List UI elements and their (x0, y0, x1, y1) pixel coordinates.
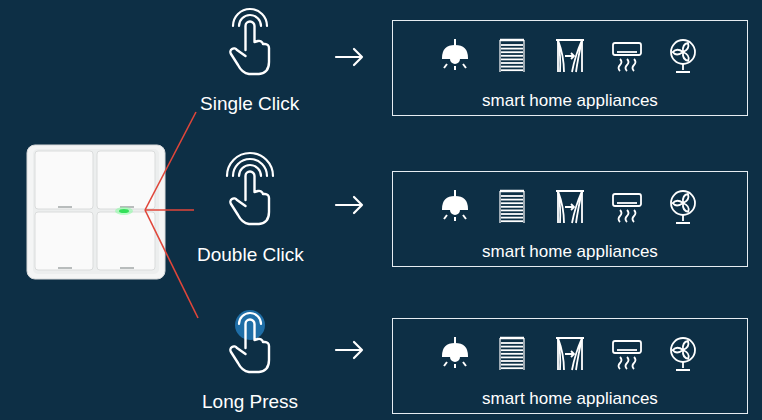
arrow (336, 49, 362, 358)
appliance-box: smart home appliances (392, 20, 748, 116)
leader-line (145, 112, 198, 318)
box-caption: smart home appliances (393, 172, 747, 266)
touch-icon (230, 310, 269, 372)
gesture-label: Double Click (197, 244, 304, 266)
appliance-icons (393, 21, 746, 81)
touch-icon (227, 153, 273, 224)
box-caption: smart home appliances (393, 21, 747, 115)
switch-panel (27, 145, 165, 279)
appliance-icons (393, 319, 746, 379)
appliance-icons (393, 172, 746, 232)
gesture-label: Long Press (202, 391, 298, 413)
appliance-box: smart home appliances (392, 318, 748, 414)
touch-icon (230, 9, 269, 74)
appliance-box: smart home appliances (392, 171, 748, 267)
gesture-label: Single Click (200, 93, 299, 115)
box-caption: smart home appliances (393, 319, 747, 413)
